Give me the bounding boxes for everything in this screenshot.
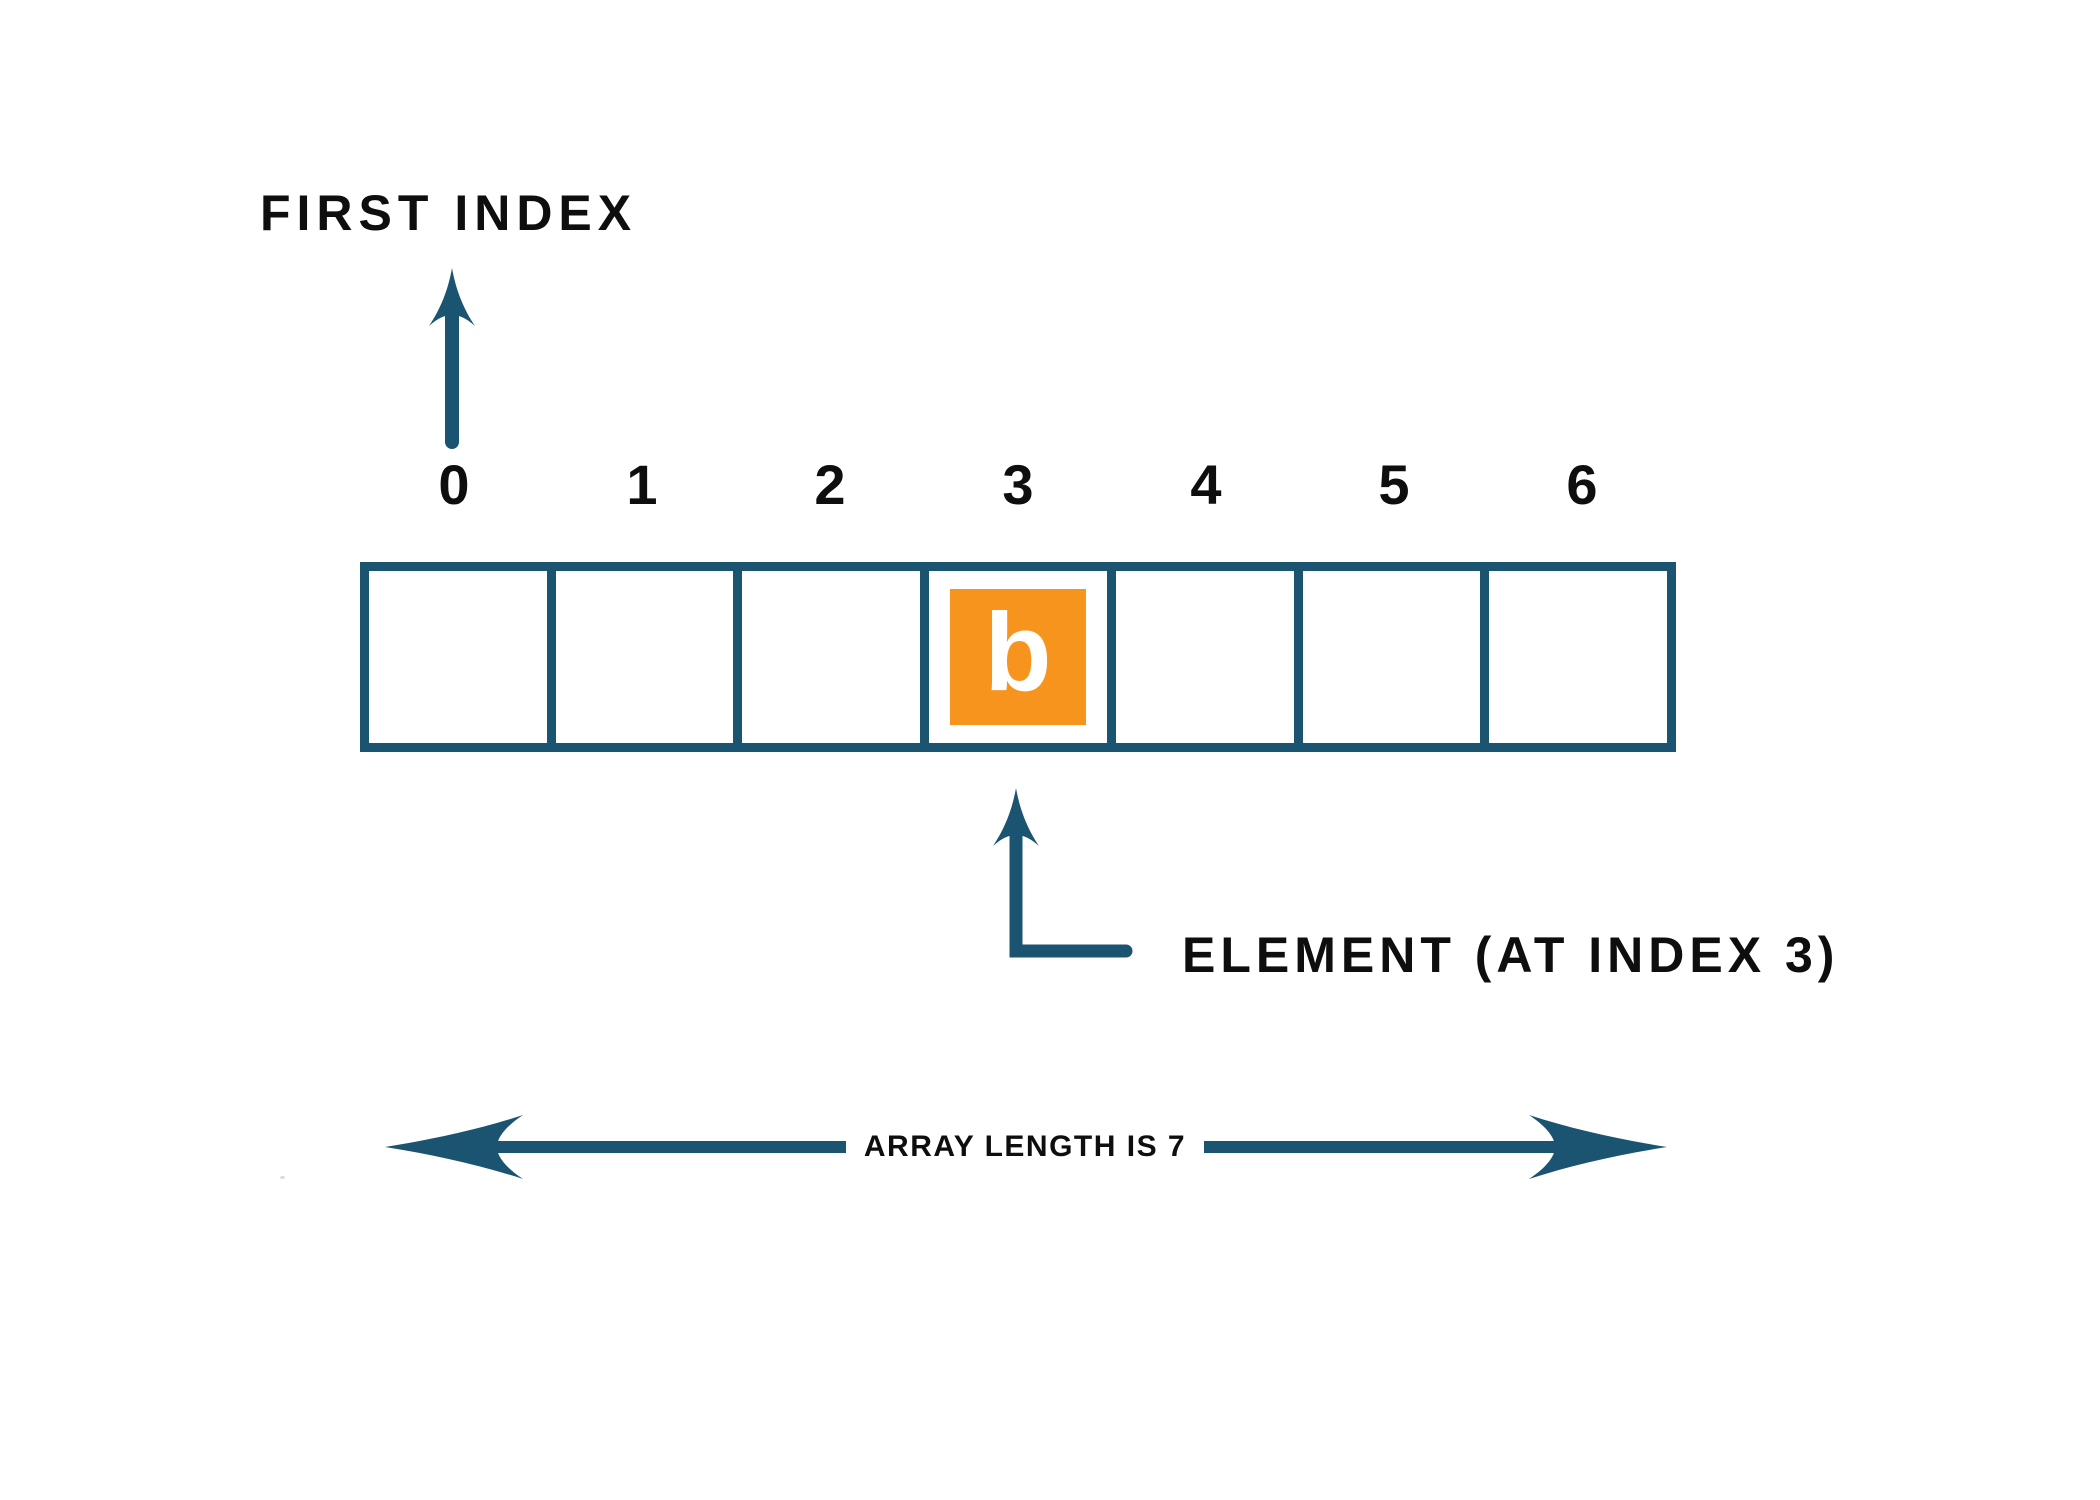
array-cell: [742, 571, 930, 743]
element-label: ELEMENT (AT INDEX 3): [1182, 927, 1840, 983]
index-labels-row: 0 1 2 3 4 5 6: [360, 455, 1676, 517]
highlighted-element-box: b: [950, 589, 1087, 725]
array-boxes: b: [360, 562, 1676, 752]
array-cell: [1489, 571, 1667, 743]
array-length-label: ARRAY LENGTH IS 7: [863, 1130, 1187, 1163]
array-cell: b: [929, 571, 1116, 743]
index-label: 2: [814, 453, 846, 516]
image-speck: [280, 1176, 285, 1179]
index-label: 1: [626, 453, 658, 516]
index-label: 3: [1002, 453, 1034, 516]
element-pointer-arrow-icon: [993, 788, 1133, 958]
array-cell: [369, 571, 556, 743]
array-cell: [1116, 571, 1303, 743]
index-label: 5: [1378, 453, 1410, 516]
index-label: 6: [1566, 453, 1598, 516]
first-index-label: FIRST INDEX: [260, 185, 638, 241]
index-label: 0: [438, 453, 470, 516]
element-value: b: [984, 591, 1052, 714]
array-cell: [556, 571, 743, 743]
index-label: 4: [1190, 453, 1222, 516]
first-index-arrow-icon: [429, 268, 475, 449]
array-cell: [1303, 571, 1490, 743]
